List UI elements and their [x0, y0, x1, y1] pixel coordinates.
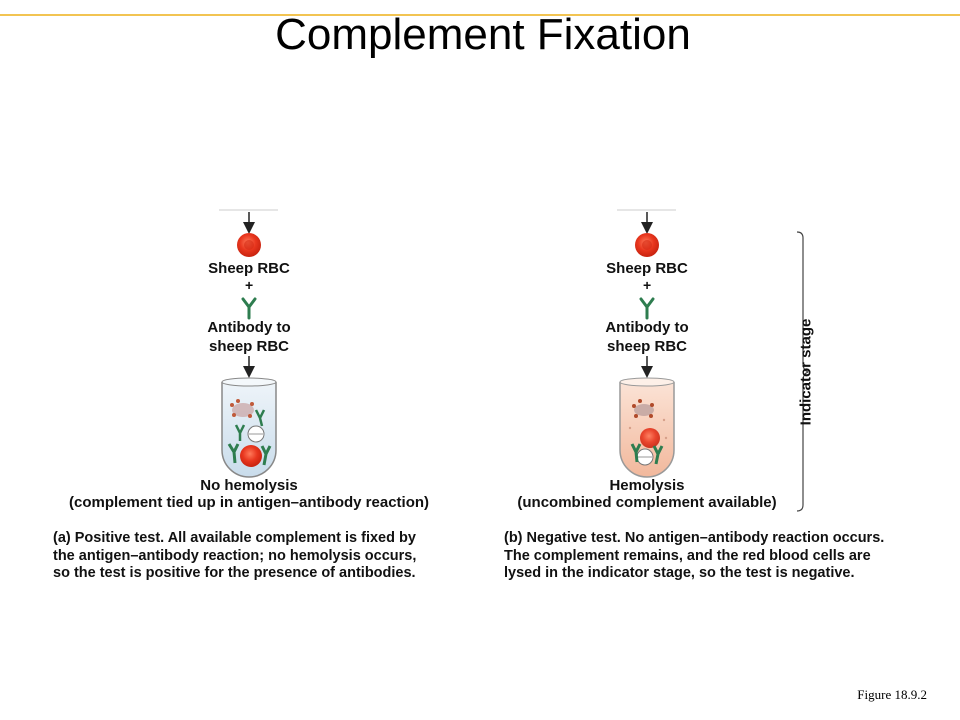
rbc-icon-a — [237, 233, 261, 257]
panel-b-caption-tag: (b) — [504, 530, 523, 546]
rbc-icon-b — [635, 233, 659, 257]
panel-b-diagram — [617, 209, 676, 478]
panel-b-caption-line-3: lysed in the indicator stage, so the tes… — [504, 565, 855, 581]
panel-b-antibody-label-2: sheep RBC — [606, 338, 688, 355]
panel-a-caption-line-1: Positive test. All available complement … — [74, 530, 416, 546]
figure-label: Figure 18.9.2 — [857, 687, 927, 702]
panel-b-plus: + — [643, 277, 652, 293]
panel-b-result-1: Hemolysis — [609, 477, 685, 494]
panel-a-caption-line-2: the antigen–antibody reaction; no hemoly… — [53, 547, 417, 564]
antibody-icon-b — [639, 297, 655, 320]
panel-a-caption-line-3: so the test is positive for the presence… — [53, 565, 416, 581]
indicator-stage-label: Indicator stage — [797, 318, 815, 426]
panel-a-rbc-label: Sheep RBC — [208, 260, 290, 277]
panel-b-caption-line-2: The complement remains, and the red bloo… — [504, 547, 871, 564]
test-tube-a-icon — [221, 377, 277, 478]
indicator-stage-bracket — [796, 231, 810, 512]
panel-b-caption-line-1: Negative test. No antigen–antibody react… — [526, 530, 885, 546]
panel-a-diagram — [219, 209, 278, 478]
panel-a-caption-tag: (a) — [53, 530, 71, 546]
panel-a-result-1: No hemolysis — [200, 477, 298, 494]
panel-b-rbc-label: Sheep RBC — [606, 260, 688, 277]
title-rule — [0, 14, 960, 16]
panel-a-plus: + — [245, 277, 254, 293]
page-title: Complement Fixation — [275, 10, 691, 59]
panel-b-result-2: (uncombined complement available) — [517, 494, 777, 511]
panel-a-antibody-label-2: sheep RBC — [208, 338, 290, 355]
panel-b-caption: (b) Negative test. No antigen–antibody r… — [504, 530, 884, 583]
panel-a-antibody-label-1: Antibody to — [207, 319, 291, 336]
antibody-icon-a — [241, 297, 257, 320]
panel-a-result-2: (complement tied up in antigen–antibody … — [68, 494, 430, 511]
panel-b-antibody-label-1: Antibody to — [605, 319, 689, 336]
panel-a-caption: (a) Positive test. All available complem… — [53, 530, 416, 583]
test-tube-b-icon — [619, 377, 675, 478]
